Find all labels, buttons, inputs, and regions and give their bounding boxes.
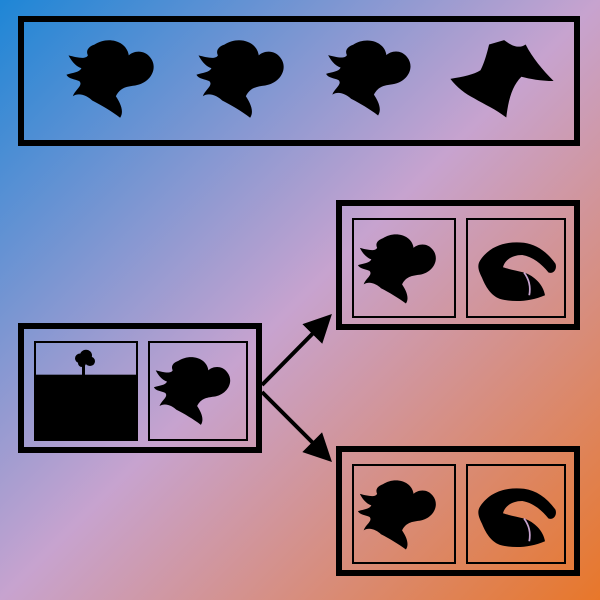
output-panel-lower bbox=[336, 446, 580, 576]
bird-silhouette-icon bbox=[324, 36, 428, 120]
ground-with-tree-icon bbox=[36, 343, 136, 439]
top-strip-panel bbox=[18, 16, 580, 146]
output-upper-left-cell bbox=[352, 218, 456, 318]
bird-silhouette-icon bbox=[152, 351, 246, 431]
source-left-cell bbox=[34, 341, 138, 441]
arrow-to-upper-panel bbox=[260, 314, 332, 387]
bird-silhouette-icon bbox=[356, 228, 452, 310]
bird-silhouette-icon bbox=[194, 36, 302, 122]
arrow-to-lower-panel bbox=[260, 390, 332, 462]
bird-silhouette-icon bbox=[356, 474, 452, 556]
source-right-cell bbox=[148, 341, 248, 441]
output-lower-left-cell bbox=[352, 464, 456, 564]
output-lower-right-cell bbox=[466, 464, 566, 564]
source-panel bbox=[18, 323, 262, 453]
twisted-shape-icon bbox=[472, 234, 562, 304]
bird-silhouette-icon bbox=[64, 36, 172, 122]
bird-silhouette-icon bbox=[446, 38, 558, 124]
output-panel-upper bbox=[336, 200, 580, 330]
output-upper-right-cell bbox=[466, 218, 566, 318]
twisted-shape-icon bbox=[472, 480, 562, 550]
